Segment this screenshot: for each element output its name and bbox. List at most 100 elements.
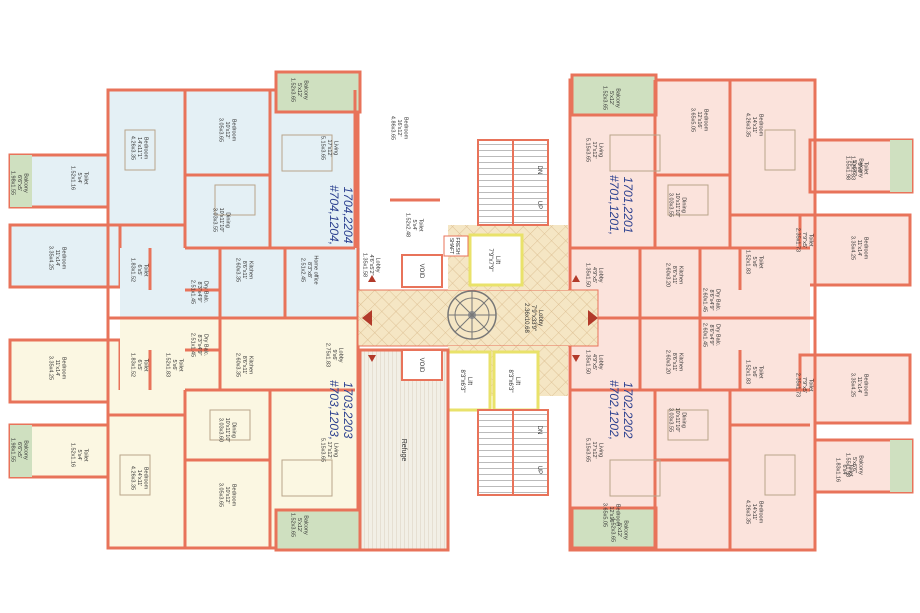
room-label-line: Bedroom xyxy=(758,501,764,524)
room-label-line: 4.26x3.35 xyxy=(130,136,136,160)
room-label-line: 5'x6' xyxy=(171,360,177,371)
svg-text:SHAFT: SHAFT xyxy=(448,238,454,254)
room-label-line: Balcony xyxy=(858,158,864,178)
room-label-line: 2.60x1.45 xyxy=(702,288,708,312)
room-label-line: Dining xyxy=(681,412,687,428)
room-label-line: Dry Balc. xyxy=(715,324,721,347)
unit-label-bottom-right: #702,1202, 1702,2202 xyxy=(607,380,635,440)
stair-up-bottom: UP xyxy=(536,466,542,474)
room-label-line: 5'x6'6" xyxy=(851,160,857,176)
room-label-line: 1.55x1.98 xyxy=(845,453,851,477)
svg-text:8'3"x6'3": 8'3"x6'3" xyxy=(459,370,465,393)
svg-text:FRESH: FRESH xyxy=(454,238,460,255)
unit-number-line-1: #701,1201, xyxy=(607,175,621,235)
entry-arrow-right-icon xyxy=(588,310,598,326)
room-label-line: 17'x12' xyxy=(326,441,332,458)
lobby-center-label: Lobby 7'9"x33'9" 2.36x10.68 xyxy=(523,303,543,333)
room-label-line: Dry Balc. xyxy=(203,281,209,304)
room-label-line: 3.05x3.65 xyxy=(218,118,224,142)
room-label-line: Balcony xyxy=(23,440,29,460)
room-label-line: 4'9"x5' xyxy=(591,354,597,370)
room-dry-balc-label: Dry Balc.8'3"x4'9"2.51x1.45 xyxy=(190,280,209,304)
svg-text:DN: DN xyxy=(536,426,542,435)
room-label-line: 2.35x1.73 xyxy=(795,228,801,252)
room-label-line: 2.51x2.45 xyxy=(300,258,306,282)
unit-label-top-right: #701,1201, 1701,2201 xyxy=(607,175,635,235)
room-label-line: 1.83x1.52 xyxy=(130,258,136,282)
room-label-line: 11'x14' xyxy=(856,240,862,257)
room-label-line: 4.26x3.35 xyxy=(745,500,751,524)
stair-dn-top: DN xyxy=(536,166,542,175)
room-label-line: Toilet xyxy=(143,264,149,277)
room-label-line: Bedroom xyxy=(231,119,237,142)
room-dry-balc-label: Dry Balc.8'6"x4'9"2.60x1.45 xyxy=(702,288,721,312)
room-label-line: Toilet xyxy=(758,256,764,269)
room-label-line: 3.03x3.55 xyxy=(668,193,674,217)
room-label-line: Bedroom xyxy=(403,117,409,140)
room-label-line: Balcony xyxy=(23,173,29,193)
room-label-line: Balcony xyxy=(615,88,621,108)
room-label-line: Bedroom xyxy=(758,114,764,137)
room-label-line: 8'6"x11' xyxy=(241,261,247,280)
room-label-line: 8'6"x11' xyxy=(241,356,247,375)
room-label-line: Dining xyxy=(681,197,687,213)
unit-label-bottom-left: #703,1203, 1703,2203 xyxy=(327,380,355,440)
room-label-line: 8'3"x4'9" xyxy=(196,335,202,356)
room-label-line: Dining xyxy=(225,212,231,228)
room-label-line: 5'x6'6" xyxy=(851,457,857,473)
room-label-line: 3.05x3.65 xyxy=(218,483,224,507)
room-label-line: 1.83x1.52 xyxy=(130,353,136,377)
unit-label-top-left: #704,1204, 1704,2204 xyxy=(327,185,355,245)
room-label-line: Home office xyxy=(313,255,319,284)
lift-top xyxy=(468,233,524,287)
room-label-line: 1.83x1.16 xyxy=(835,458,841,482)
room-label-line: Toilet xyxy=(178,359,184,372)
room-label-line: Bedroom xyxy=(863,237,869,260)
room-label-line: 5'x6' xyxy=(751,257,757,268)
room-label-line: 1.98x1.55 xyxy=(10,171,16,195)
lift-bottom-left xyxy=(444,350,492,412)
room-label-line: 2.35x1.73 xyxy=(795,373,801,397)
unit-number-line-1: #703,1203, xyxy=(327,380,341,440)
room-label-line: Living xyxy=(333,141,339,155)
room-label-line: Bedroom xyxy=(143,467,149,490)
room-label-line: 10'x11'10" xyxy=(674,193,680,218)
refuge-area xyxy=(358,348,450,552)
room-label-line: 9'x6' xyxy=(331,350,337,361)
svg-text:UP: UP xyxy=(536,466,542,474)
room-label-line: Balcony xyxy=(858,455,864,475)
room-label-line: 10'x11'10" xyxy=(674,408,680,433)
unit-number-line-1: #702,1202, xyxy=(607,380,621,440)
room-label-line: 1.52x2.48 xyxy=(405,213,411,237)
room-label-line: 5'x12' xyxy=(296,518,302,532)
room-label-line: 1.52x3.65 xyxy=(290,78,296,102)
room-label-line: 3.35x4.25 xyxy=(48,356,54,380)
svg-text:7'9"x7'9": 7'9"x7'9" xyxy=(487,249,493,272)
room-label-line: Bedroom xyxy=(143,137,149,160)
lift-bottom-right xyxy=(492,350,540,412)
room-label-line: 5'x4' xyxy=(76,450,82,461)
stair-up-top: UP xyxy=(536,201,542,209)
room-label-line: 1.52x1.83 xyxy=(165,353,171,377)
room-label-line: 14'x11'1" xyxy=(136,137,142,159)
svg-text:8'3"x6'3": 8'3"x6'3" xyxy=(507,370,513,393)
unit-top-right xyxy=(568,73,914,320)
